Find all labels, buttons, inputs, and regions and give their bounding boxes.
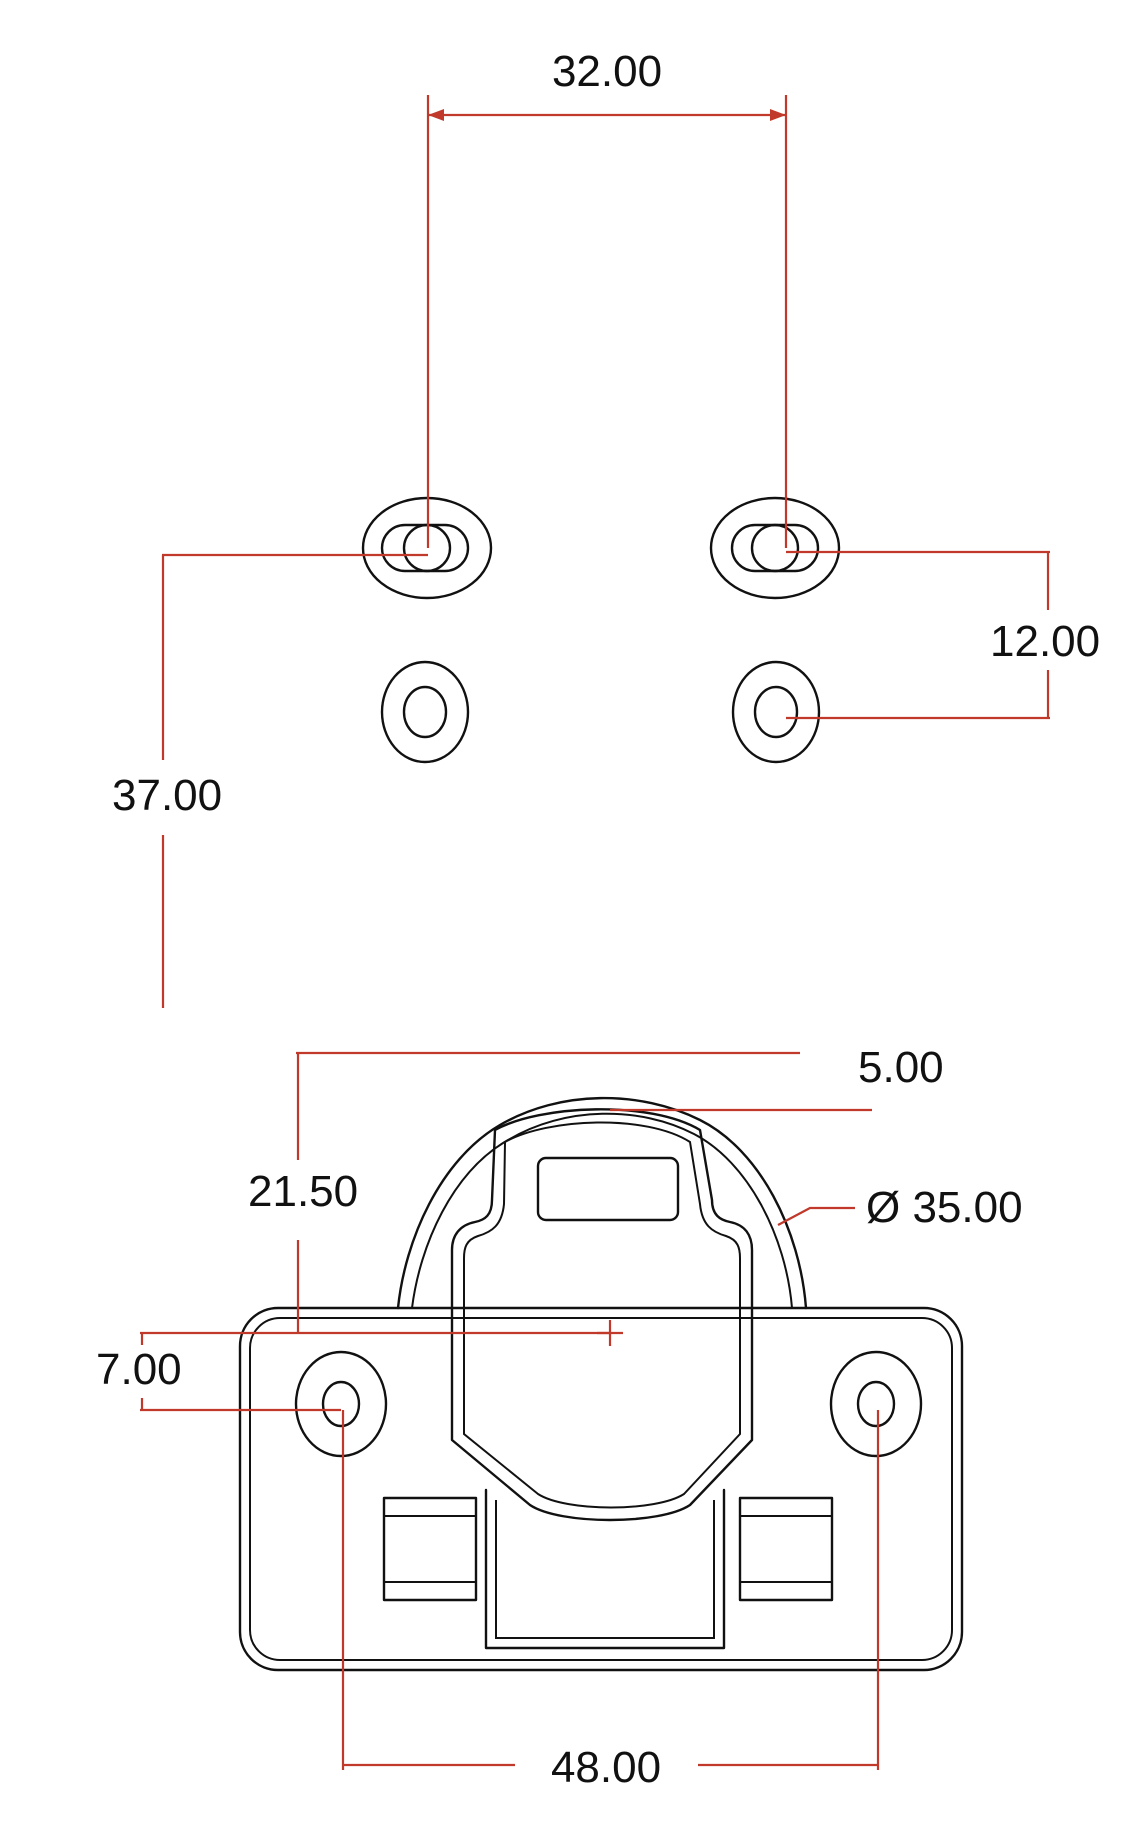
dimension-lines	[140, 95, 1050, 1770]
arm-stem	[484, 1488, 726, 1650]
arm-stem-inner	[495, 1500, 715, 1639]
cup-dome-inner	[411, 1112, 793, 1309]
arm-body	[450, 1108, 754, 1522]
arm-window	[536, 1156, 680, 1222]
label-21-5: 21.50	[248, 1167, 358, 1216]
top-view	[361, 496, 841, 764]
left-clip	[382, 1496, 478, 1602]
arm-body-inner	[463, 1121, 741, 1509]
label-5: 5.00	[858, 1043, 944, 1092]
right-mount-hole	[829, 1350, 923, 1458]
label-48: 48.00	[551, 1743, 661, 1792]
label-7: 7.00	[96, 1345, 182, 1394]
dimension-labels: 32.00 12.00 37.00 5.00 21.50 Ø 35.00 7.0…	[96, 47, 1100, 1792]
label-diameter-35: Ø 35.00	[866, 1183, 1023, 1232]
bottom-view	[238, 1096, 964, 1672]
base-plate	[238, 1306, 964, 1672]
left-round-hole	[380, 660, 470, 764]
base-plate-inner	[249, 1317, 953, 1661]
label-37: 37.00	[112, 771, 222, 820]
label-32: 32.00	[552, 47, 662, 96]
right-round-hole	[731, 660, 821, 764]
cup-dome	[396, 1096, 808, 1310]
label-12: 12.00	[990, 617, 1100, 666]
left-mount-hole	[294, 1350, 388, 1458]
right-slot	[709, 496, 841, 600]
right-clip	[738, 1496, 834, 1602]
